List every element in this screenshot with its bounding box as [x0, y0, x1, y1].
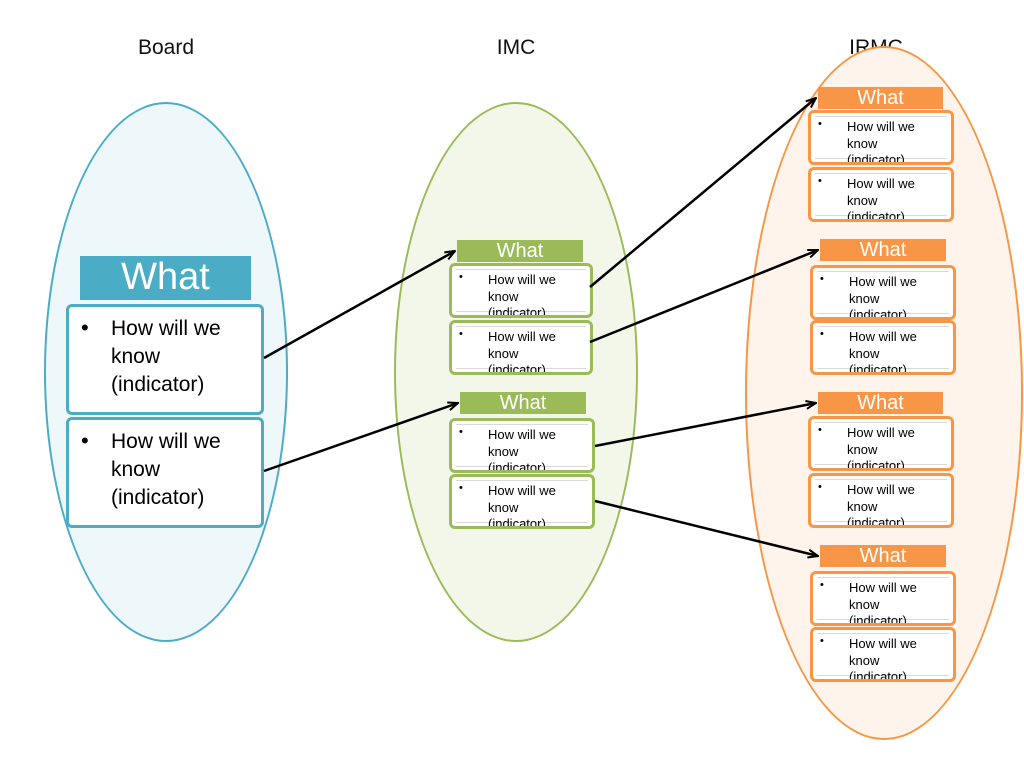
indicator-text: How will we know (indicator): [488, 272, 556, 318]
bullet-icon: •: [459, 482, 463, 494]
irmc-indicator-box: • How will we know (indicator): [810, 320, 956, 375]
bullet-icon: •: [818, 424, 822, 436]
indicator-text: How will we know (indicator): [847, 425, 915, 471]
indicator-text: How will we know (indicator): [849, 329, 917, 375]
bullet-icon: •: [820, 273, 824, 285]
board-indicator-box: • How will we know (indicator): [66, 304, 264, 415]
bullet-icon: •: [81, 315, 89, 340]
indicator-text: How will we know (indicator): [849, 636, 917, 682]
indicator-text: How will we know (indicator): [849, 274, 917, 320]
imc-indicator-box: • How will we know (indicator): [449, 474, 595, 529]
indicator-text: How will we know (indicator): [111, 317, 221, 396]
irmc-indicator-box: • How will we know (indicator): [808, 473, 954, 528]
irmc-indicator-box: • How will we know (indicator): [810, 571, 956, 626]
irmc-indicator-box: • How will we know (indicator): [810, 265, 956, 320]
irmc-what-header: What: [820, 239, 946, 261]
imc-what-header: What: [457, 240, 583, 262]
board-what-header: What: [80, 256, 251, 300]
bullet-icon: •: [459, 328, 463, 340]
arrow-board-to-imc-2: [263, 403, 458, 473]
imc-column-title: IMC: [496, 36, 536, 59]
board-column-title: Board: [137, 36, 195, 59]
imc-indicator-box: • How will we know (indicator): [449, 320, 593, 375]
irmc-what-header: What: [818, 87, 943, 109]
irmc-indicator-box: • How will we know (indicator): [810, 627, 956, 682]
indicator-text: How will we know (indicator): [847, 176, 915, 222]
arrow-board-to-imc-1: [263, 251, 455, 360]
arrow-imc-to-irmc-2: [589, 248, 818, 344]
bullet-icon: •: [81, 428, 89, 453]
indicator-text: How will we know (indicator): [847, 119, 915, 165]
irmc-indicator-box: • How will we know (indicator): [808, 416, 954, 471]
irmc-indicator-box: • How will we know (indicator): [808, 110, 954, 165]
indicator-text: How will we know (indicator): [849, 580, 917, 626]
indicator-text: How will we know (indicator): [847, 482, 915, 528]
irmc-what-header: What: [820, 545, 946, 567]
imc-what-header: What: [460, 392, 586, 414]
bullet-icon: •: [820, 635, 824, 647]
arrow-imc-to-irmc-4: [594, 499, 818, 556]
board-indicator-box: • How will we know (indicator): [66, 417, 264, 528]
imc-indicator-box: • How will we know (indicator): [449, 418, 595, 473]
bullet-icon: •: [818, 175, 822, 187]
indicator-text: How will we know (indicator): [488, 329, 556, 375]
indicator-text: How will we know (indicator): [488, 483, 556, 529]
bullet-icon: •: [820, 328, 824, 340]
bullet-icon: •: [459, 426, 463, 438]
arrow-imc-to-irmc-1: [589, 98, 816, 288]
bullet-icon: •: [818, 481, 822, 493]
bullet-icon: •: [820, 579, 824, 591]
irmc-indicator-box: • How will we know (indicator): [808, 167, 954, 222]
imc-indicator-box: • How will we know (indicator): [449, 263, 593, 318]
indicator-text: How will we know (indicator): [488, 427, 556, 473]
bullet-icon: •: [459, 271, 463, 283]
bullet-icon: •: [818, 118, 822, 130]
indicator-text: How will we know (indicator): [111, 430, 221, 509]
irmc-what-header: What: [818, 392, 943, 414]
arrow-imc-to-irmc-3: [594, 403, 816, 448]
